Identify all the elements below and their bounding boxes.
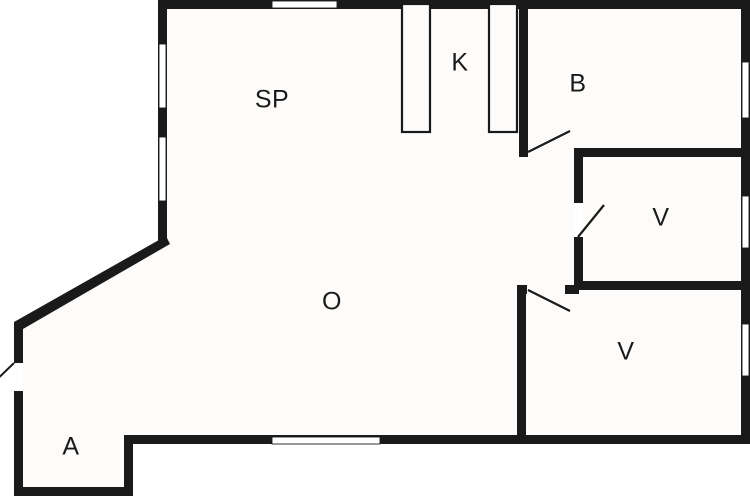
windows xyxy=(158,0,750,445)
room-label-k: K xyxy=(451,49,468,77)
door-swing-bedroom-b xyxy=(527,130,571,153)
door-swing-bath-v2 xyxy=(527,289,571,312)
wall-exterior-bottom-right xyxy=(517,435,750,444)
floor-main-outline xyxy=(14,4,746,496)
window-top-sp xyxy=(271,0,338,9)
window-right-v1 xyxy=(741,195,750,249)
window-right-b xyxy=(741,61,750,119)
wall-exterior-a-bottom xyxy=(14,487,133,496)
wall-interior-v1-bottom xyxy=(574,281,750,290)
wall-exterior-left-sp xyxy=(158,0,167,244)
door-swing-entry-a xyxy=(0,362,15,378)
window-left-lower xyxy=(158,136,167,202)
room-labels: SP K B V V O A xyxy=(62,49,669,461)
door-swing-bath-v1 xyxy=(577,204,605,238)
room-label-o: O xyxy=(322,288,342,316)
door-gap-entry-a xyxy=(14,363,23,391)
kitchen-partition-right xyxy=(487,2,519,134)
wall-interior-b-bottom xyxy=(519,148,750,157)
kitchen-partition-left xyxy=(400,2,432,134)
door-gap-bedroom-b xyxy=(528,148,574,157)
window-left-upper xyxy=(158,43,167,109)
wall-exterior-diagonal xyxy=(14,236,170,329)
wall-interior-v2-left xyxy=(517,285,526,440)
room-label-sp: SP xyxy=(255,86,289,114)
room-label-v-upper: V xyxy=(652,204,669,232)
kitchen-partitions xyxy=(400,2,519,134)
room-label-a: A xyxy=(62,433,79,461)
room-label-v-lower: V xyxy=(617,338,634,366)
window-bottom-o xyxy=(271,436,381,445)
door-gap-bath-v1 xyxy=(574,203,583,237)
floor-areas xyxy=(14,4,746,496)
door-gap-bath-v2 xyxy=(527,285,565,294)
wall-exterior-top xyxy=(162,0,750,9)
wall-exterior-a-left xyxy=(14,325,23,496)
wall-exterior-a-right xyxy=(124,435,133,496)
window-right-v2 xyxy=(741,323,750,377)
room-label-b: B xyxy=(569,70,586,98)
wall-interior-k-b xyxy=(519,4,528,157)
doors xyxy=(0,130,605,391)
